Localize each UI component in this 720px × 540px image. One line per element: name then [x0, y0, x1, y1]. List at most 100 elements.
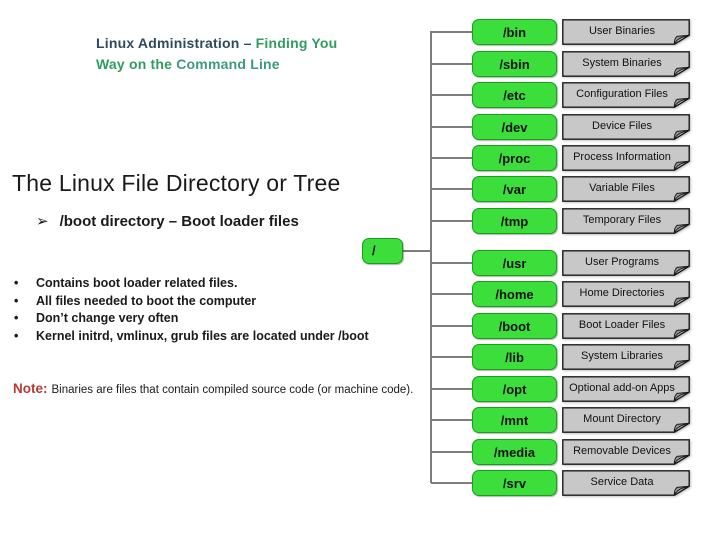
- title-line-2: Way on the Command Line: [96, 54, 337, 75]
- title-segment: Command Line: [176, 56, 280, 72]
- directory-node: /dev: [472, 114, 557, 140]
- branch-connector-line: [431, 31, 472, 33]
- description-label: Home Directories: [579, 287, 665, 299]
- bullet-text: Don’t change very often: [36, 311, 179, 325]
- folded-corner-shape: [562, 82, 690, 108]
- directory-description: System Binaries: [562, 51, 690, 77]
- title-segment: Way on the: [96, 56, 177, 72]
- description-label: Temporary Files: [582, 214, 662, 226]
- description-label: Configuration Files: [576, 88, 668, 100]
- bullet-text: All files needed to boot the computer: [36, 293, 257, 308]
- main-heading: The Linux File Directory or Tree: [12, 170, 341, 196]
- directory-node: /usr: [472, 250, 557, 276]
- root-connector-line: [402, 250, 431, 252]
- directory-node: /opt: [472, 376, 557, 402]
- tree-row: /dev Device Files: [0, 114, 720, 140]
- note-label: Note:: [13, 381, 48, 396]
- branch-connector-line: [431, 157, 472, 159]
- branch-connector-line: [431, 220, 472, 222]
- directory-node: /mnt: [472, 407, 557, 433]
- directory-node: /boot: [472, 313, 557, 339]
- branch-connector-line: [431, 482, 472, 484]
- bullet-text: Kernel initrd, vmlinux, grub files are l…: [36, 328, 369, 343]
- title-segment: Finding You: [255, 35, 338, 51]
- directory-description: Temporary Files: [562, 208, 690, 234]
- directory-description: User Binaries: [562, 19, 690, 45]
- tree-row: /tmp Temporary Files: [0, 208, 720, 234]
- directory-description: Home Directories: [562, 281, 690, 307]
- directory-label: /media: [493, 444, 536, 460]
- root-directory-node: /: [362, 238, 403, 264]
- bullet-text: Contains boot loader related files.: [36, 276, 238, 290]
- branch-connector-line: [431, 325, 472, 327]
- directory-label: /opt: [502, 381, 527, 397]
- directory-label: /mnt: [500, 412, 529, 428]
- branch-connector-line: [431, 419, 472, 421]
- folded-corner-shape: [562, 470, 690, 496]
- directory-label: /bin: [502, 24, 527, 40]
- directory-label: /boot: [498, 318, 531, 334]
- tree-row: /etc Configuration Files: [0, 82, 720, 108]
- directory-label: /usr: [502, 255, 527, 271]
- tree-row: /sbin System Binaries: [0, 51, 720, 77]
- directory-node: /sbin: [472, 51, 557, 77]
- directory-node: /var: [472, 176, 557, 202]
- directory-description: Optional add-on Apps: [562, 376, 690, 402]
- branch-connector-line: [431, 188, 472, 190]
- trunk-line: [430, 31, 432, 483]
- description-label: Service Data: [590, 476, 654, 488]
- folded-corner-shape: [562, 281, 690, 307]
- directory-label: /var: [502, 181, 527, 197]
- tree-row: /var Variable Files: [0, 176, 720, 202]
- folded-corner-shape: [562, 208, 690, 234]
- bullet-icon: •: [14, 311, 19, 325]
- description-label: User Programs: [585, 256, 659, 268]
- directory-node: /proc: [472, 145, 557, 171]
- note: Note:Binaries are files that contain com…: [13, 381, 413, 396]
- slide-title: Linux Administration – Finding You Way o…: [96, 33, 337, 75]
- bullet-item: • All files needed to boot the computer: [14, 293, 369, 311]
- description-label: System Binaries: [582, 57, 662, 69]
- branch-connector-line: [431, 262, 472, 264]
- folded-corner-shape: [562, 250, 690, 276]
- branch-connector-line: [431, 94, 472, 96]
- directory-label: /srv: [502, 475, 527, 491]
- tree-row: /proc Process Information: [0, 145, 720, 171]
- folded-corner-shape: [562, 313, 690, 339]
- branch-connector-line: [431, 388, 472, 390]
- directory-description: Device Files: [562, 114, 690, 140]
- folded-corner-shape: [562, 407, 690, 433]
- branch-connector-line: [431, 356, 472, 358]
- directory-description: Mount Directory: [562, 407, 690, 433]
- title-segment: Linux Administration –: [96, 35, 256, 51]
- directory-node: /media: [472, 439, 557, 465]
- bullet-item: • Kernel initrd, vmlinux, grub files are …: [14, 328, 369, 346]
- directory-label: /tmp: [500, 213, 529, 229]
- bullet-item: • Contains boot loader related files.: [14, 275, 369, 293]
- directory-description: System Libraries: [562, 344, 690, 370]
- branch-connector-line: [431, 293, 472, 295]
- directory-node: /etc: [472, 82, 557, 108]
- note-text: Binaries are files that contain compiled…: [51, 384, 414, 396]
- description-label: Process Information: [573, 151, 671, 163]
- branch-connector-line: [431, 451, 472, 453]
- directory-description: Removable Devices: [562, 439, 690, 465]
- bullet-list: • Contains boot loader related files. • Al…: [14, 275, 369, 345]
- description-label: Device Files: [592, 120, 652, 132]
- directory-description: Variable Files: [562, 176, 690, 202]
- boot-directory-text: /boot directory – Boot loader files: [59, 213, 299, 230]
- branch-connector-line: [431, 63, 472, 65]
- bullet-icon: •: [14, 276, 19, 290]
- directory-label: /proc: [498, 150, 531, 166]
- bullet-icon: •: [14, 293, 19, 308]
- directory-label: /lib: [505, 349, 524, 365]
- directory-label: /etc: [503, 87, 526, 103]
- directory-description: Process Information: [562, 145, 690, 171]
- bullet-item: • Don’t change very often: [14, 310, 369, 328]
- bullet-icon: •: [14, 328, 19, 343]
- folded-corner-shape: [562, 344, 690, 370]
- description-label: Variable Files: [589, 182, 655, 194]
- tree-row: /srv Service Data: [0, 470, 720, 496]
- folded-corner-shape: [562, 19, 690, 45]
